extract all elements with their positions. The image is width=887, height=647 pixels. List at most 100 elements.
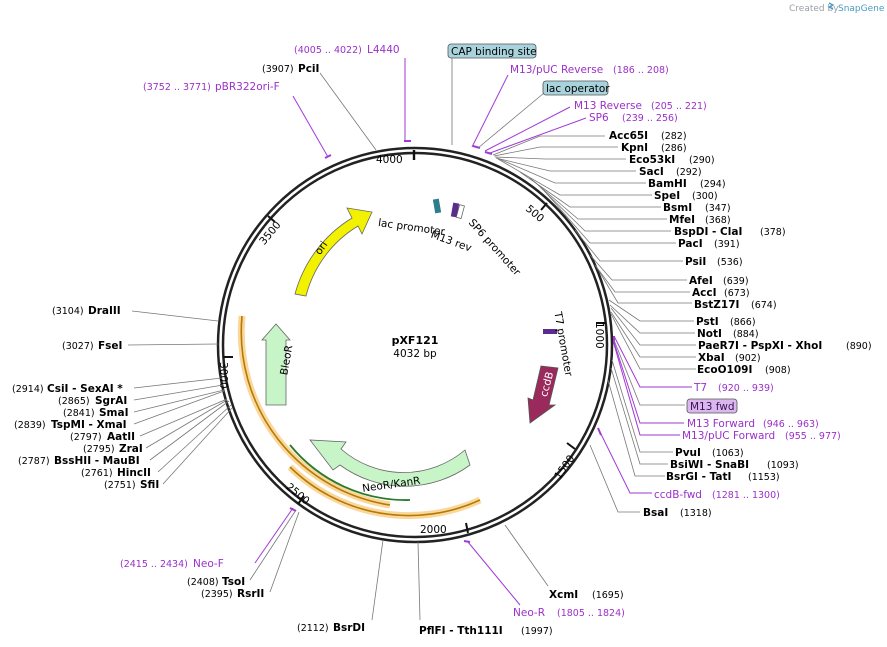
site-xcmi-pos: (1695) [592, 590, 624, 601]
site-afei: AfeI [689, 275, 713, 287]
site-zrai: ZraI [119, 443, 143, 455]
feature-sp6-promoter: SP6 promoter [466, 217, 523, 279]
svg-text:(391): (391) [714, 239, 740, 250]
lac-operator-label[interactable]: lac operator [542, 80, 610, 96]
primer-l4440-name: L4440 [367, 44, 400, 56]
site-rsrii-name: RsrII [237, 588, 264, 600]
svg-text:(347): (347) [705, 203, 731, 214]
site-aatii: AatII [107, 431, 135, 443]
m13-fwd-label[interactable]: M13 fwd [686, 398, 738, 414]
neor-orf-line [289, 444, 411, 501]
site-acc65i: Acc65I [609, 130, 648, 142]
site-sfii: SfiI [140, 479, 159, 491]
svg-text:(368): (368) [705, 215, 731, 226]
site-pcii-pos: (3907) [262, 64, 294, 75]
svg-text:(866): (866) [730, 317, 756, 328]
svg-text:CAP binding site: CAP binding site [451, 46, 537, 58]
svg-text:(282): (282) [661, 131, 687, 142]
feature-ori[interactable]: ori [294, 207, 373, 297]
site-eco0109i: EcoO109I [697, 364, 752, 376]
primer-m13-reverse-name: M13 Reverse [574, 100, 642, 112]
highlight-line-bottom [289, 466, 481, 517]
site-bspdi-clai: BspDI - ClaI [674, 226, 742, 238]
site-kpni: KpnI [621, 142, 648, 154]
primer-l4440-pos: (4005 .. 4022) [294, 45, 362, 56]
highlight-line-left [240, 315, 391, 506]
primer-m13puc-rev-pos: (186 .. 208) [613, 65, 669, 76]
site-bstz17i: BstZ17I [694, 299, 739, 311]
promoter-glyphs [432, 198, 557, 334]
site-pvui: PvuI [675, 447, 701, 459]
ruler-tick-3500 [267, 215, 276, 223]
right-site-labels: Acc65I (282) KpnI (286) Eco53kI (290) Sa… [609, 130, 872, 519]
right-leaders [492, 135, 696, 513]
site-bamhi: BamHI [648, 178, 687, 190]
site-draiii: DraIII [88, 305, 121, 317]
feature-bleor[interactable]: BleoR [261, 323, 295, 406]
svg-text:(2761): (2761) [81, 468, 113, 479]
svg-text:(639): (639) [723, 276, 749, 287]
ruler-tick-2500 [297, 495, 305, 505]
site-smai: SmaI [99, 407, 129, 419]
svg-text:(292): (292) [676, 167, 702, 178]
ruler-tick-2000 [465, 522, 469, 534]
ruler-label-500: 500 [523, 203, 546, 225]
svg-text:(536): (536) [717, 257, 743, 268]
cap-binding-site-label[interactable]: CAP binding site [447, 43, 537, 59]
site-saci: SacI [639, 166, 664, 178]
site-pflfi-tth111i-name: PflFI - Tth111I [419, 625, 503, 637]
svg-text:(286): (286) [661, 143, 687, 154]
ruler-label-1500: 1500 [552, 453, 577, 482]
primer-m13-reverse-pos: (205 .. 221) [651, 101, 707, 112]
site-bsrdi-name: BsrDI [333, 622, 365, 634]
snapgene-brand: SnapGene [838, 4, 885, 14]
plasmid-size: 4032 bp [393, 348, 437, 360]
primer-neo-r-pos: (1805 .. 1824) [557, 608, 625, 619]
site-noti: NotI [697, 328, 722, 340]
site-bsrgi-tati: BsrGI - TatI [666, 471, 731, 483]
primer-neo-f-pos: (2415 .. 2434) [120, 559, 188, 570]
bottom-leaders [249, 507, 549, 621]
site-pflfi-tth111i-pos: (1997) [521, 626, 553, 637]
primer-ccdb-fwd-name: ccdB-fwd [654, 489, 702, 501]
site-acci: AccI [692, 287, 716, 299]
feature-bleor-label: BleoR [278, 344, 295, 376]
site-bsrdi-pos: (2112) [297, 623, 329, 634]
svg-text:(300): (300) [692, 191, 718, 202]
svg-text:(902): (902) [735, 353, 761, 364]
primer-t7-pos: (920 .. 939) [718, 383, 774, 394]
site-hincii: HincII [117, 467, 151, 479]
site-tsoi-name: TsoI [222, 576, 245, 588]
site-eco53ki: Eco53kI [629, 154, 675, 166]
feature-m13-rev: M13 rev [429, 229, 473, 255]
backbone-outer [216, 146, 614, 544]
primer-m13puc-rev-name: M13/pUC Reverse [510, 64, 603, 76]
site-spei: SpeI [654, 190, 680, 202]
svg-text:(2795): (2795) [83, 444, 115, 455]
site-csii-sexai: CsiI - SexAI * [47, 383, 123, 395]
svg-text:(2839): (2839) [14, 420, 46, 431]
svg-text:(674): (674) [751, 300, 777, 311]
svg-text:(1318): (1318) [680, 508, 712, 519]
ruler-label-2000: 2000 [420, 524, 447, 536]
svg-text:(2841): (2841) [63, 408, 95, 419]
plasmid-name: pXF121 [392, 334, 439, 347]
site-tspmi-xmai: TspMI - XmaI [51, 419, 127, 431]
ruler-tick-500 [540, 202, 548, 211]
left-site-labels: (3104) DraIII (3027) FseI (2914) CsiI - … [12, 305, 159, 491]
site-sgrai: SgrAI [95, 395, 127, 407]
primer-pbr322-pos: (3752 .. 3771) [143, 82, 211, 93]
ruler-tick-1500 [566, 442, 576, 450]
primer-m13puc-fwd-pos: (955 .. 977) [785, 431, 841, 442]
primer-pbr322-name: pBR322ori-F [215, 81, 280, 93]
ruler-label-3000: 3000 [217, 362, 229, 389]
svg-text:(2914): (2914) [12, 384, 44, 395]
site-pcii-name: PciI [298, 63, 319, 75]
svg-text:(908): (908) [765, 365, 791, 376]
left-leaders [127, 310, 233, 485]
svg-text:(1063): (1063) [712, 448, 744, 459]
svg-text:(1153): (1153) [748, 472, 780, 483]
feature-ccdb[interactable]: ccdB [527, 365, 559, 424]
svg-text:(2751): (2751) [104, 480, 136, 491]
